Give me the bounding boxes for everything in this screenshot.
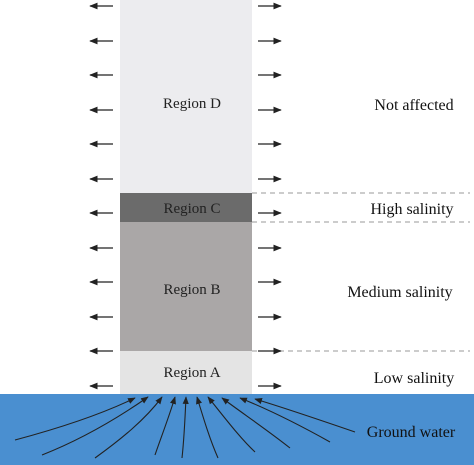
flow-arrow — [181, 396, 189, 459]
region-d-block — [120, 0, 252, 193]
left-evaporation-arrows — [89, 2, 113, 390]
region-b-label: Region B — [163, 282, 220, 298]
groundwater-flow-arrows — [14, 396, 356, 459]
high-salinity-label: High salinity — [370, 201, 453, 218]
ground-water-band — [0, 394, 474, 465]
salinity-boundaries — [252, 192, 470, 352]
region-a-block — [120, 351, 252, 394]
flow-arrow — [14, 397, 136, 441]
low-salinity-label: Low salinity — [374, 370, 454, 387]
right-evaporation-arrows — [258, 2, 282, 390]
flow-arrow — [196, 396, 219, 459]
flow-arrow — [41, 396, 149, 456]
flow-arrow — [154, 396, 176, 456]
flow-arrow — [207, 396, 256, 453]
region-c-block — [120, 193, 252, 222]
flow-arrow — [221, 397, 291, 449]
flow-arrow — [239, 397, 331, 443]
region-d-label: Region D — [163, 96, 221, 112]
flow-arrow — [94, 396, 163, 459]
region-b-block — [120, 222, 252, 351]
medium-salinity-label: Medium salinity — [347, 284, 452, 301]
region-c-label: Region C — [163, 201, 220, 217]
flow-arrow — [254, 398, 356, 433]
not-affected-label: Not affected — [374, 97, 453, 114]
region-a-label: Region A — [163, 365, 220, 381]
ground-water-label: Ground water — [367, 424, 456, 441]
